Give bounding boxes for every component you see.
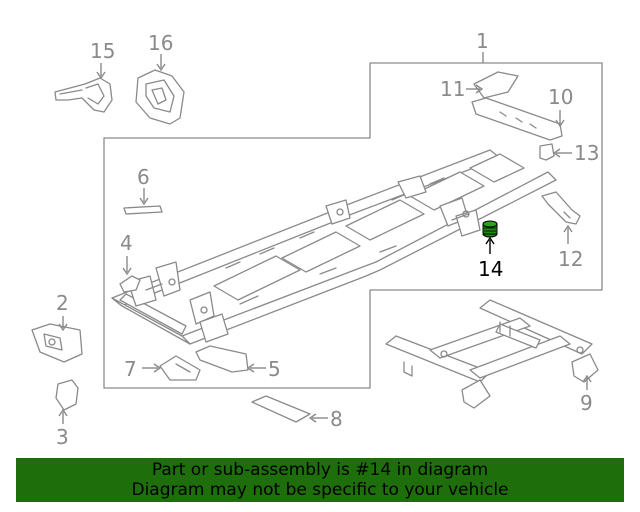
callout-6[interactable]: 6 [137,165,150,189]
callout-5[interactable]: 5 [268,357,281,381]
part-15-bracket[interactable] [54,77,113,113]
callout-1[interactable]: 1 [476,29,489,53]
part-7-bracket[interactable] [159,355,201,381]
callout-14[interactable]: 14 [478,257,503,281]
parts-diagram: 1 15 16 11 10 13 12 [31,29,603,449]
banner-line-1: Part or sub-assembly is #14 in diagram [151,460,489,480]
part-14-body-mount[interactable] [482,220,498,238]
part-9-subframe[interactable] [385,299,599,409]
callout-16[interactable]: 16 [148,31,173,55]
part-10-crossmember[interactable] [471,97,563,141]
part-16-mount[interactable] [135,69,185,125]
callout-8[interactable]: 8 [330,407,343,431]
part-12-bracket[interactable] [541,191,581,225]
part-4-clip[interactable] [119,275,141,293]
callout-10[interactable]: 10 [548,85,573,109]
part-2-mount[interactable] [31,323,83,363]
notice-banner: Part or sub-assembly is #14 in diagram D… [16,458,624,502]
banner-line-2: Diagram may not be specific to your vehi… [131,480,509,500]
callout-11[interactable]: 11 [440,77,465,101]
assembly-boundary [103,62,603,389]
main-frame[interactable] [111,149,557,345]
callout-2[interactable]: 2 [56,291,69,315]
part-5-brace[interactable] [195,345,249,373]
part-13-clip[interactable] [539,143,555,161]
part-11-plate[interactable] [473,71,519,99]
callout-9[interactable]: 9 [580,391,593,415]
callout-3[interactable]: 3 [56,425,69,449]
part-3-block[interactable] [55,379,79,411]
part-8-bar[interactable] [251,395,311,423]
callout-15[interactable]: 15 [90,39,115,63]
part-6-bar[interactable] [123,205,163,215]
callout-13[interactable]: 13 [574,141,599,165]
callout-4[interactable]: 4 [120,231,133,255]
callout-12[interactable]: 12 [558,247,583,271]
callout-7[interactable]: 7 [124,357,137,381]
